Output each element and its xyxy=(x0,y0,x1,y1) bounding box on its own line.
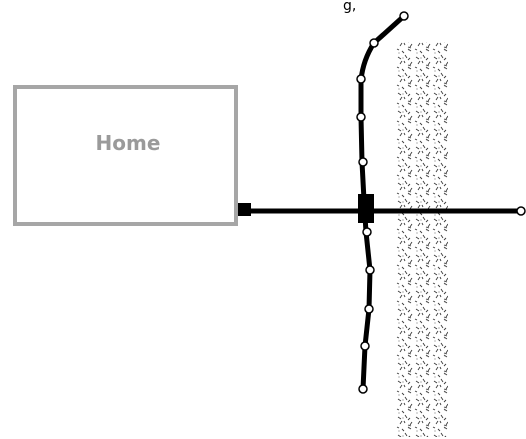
route-node-icon xyxy=(358,157,368,167)
route-node-icon xyxy=(356,74,366,84)
stippled-band xyxy=(396,42,448,437)
home-box xyxy=(13,85,238,226)
open-circle-endpoint-icon xyxy=(516,206,526,216)
route-node-icon xyxy=(358,384,368,394)
route-node-icon xyxy=(360,341,370,351)
square-connector-icon xyxy=(238,203,251,216)
route-node-icon xyxy=(369,38,379,48)
route-node-icon xyxy=(364,304,374,314)
route-node-icon xyxy=(356,112,366,122)
route-node-icon xyxy=(362,227,372,237)
route-node-icon xyxy=(399,11,409,21)
home-label: Home xyxy=(96,131,161,155)
junction-block-icon xyxy=(358,194,374,223)
route-node-icon xyxy=(365,265,375,275)
cropped-top-text: g, xyxy=(343,0,356,14)
